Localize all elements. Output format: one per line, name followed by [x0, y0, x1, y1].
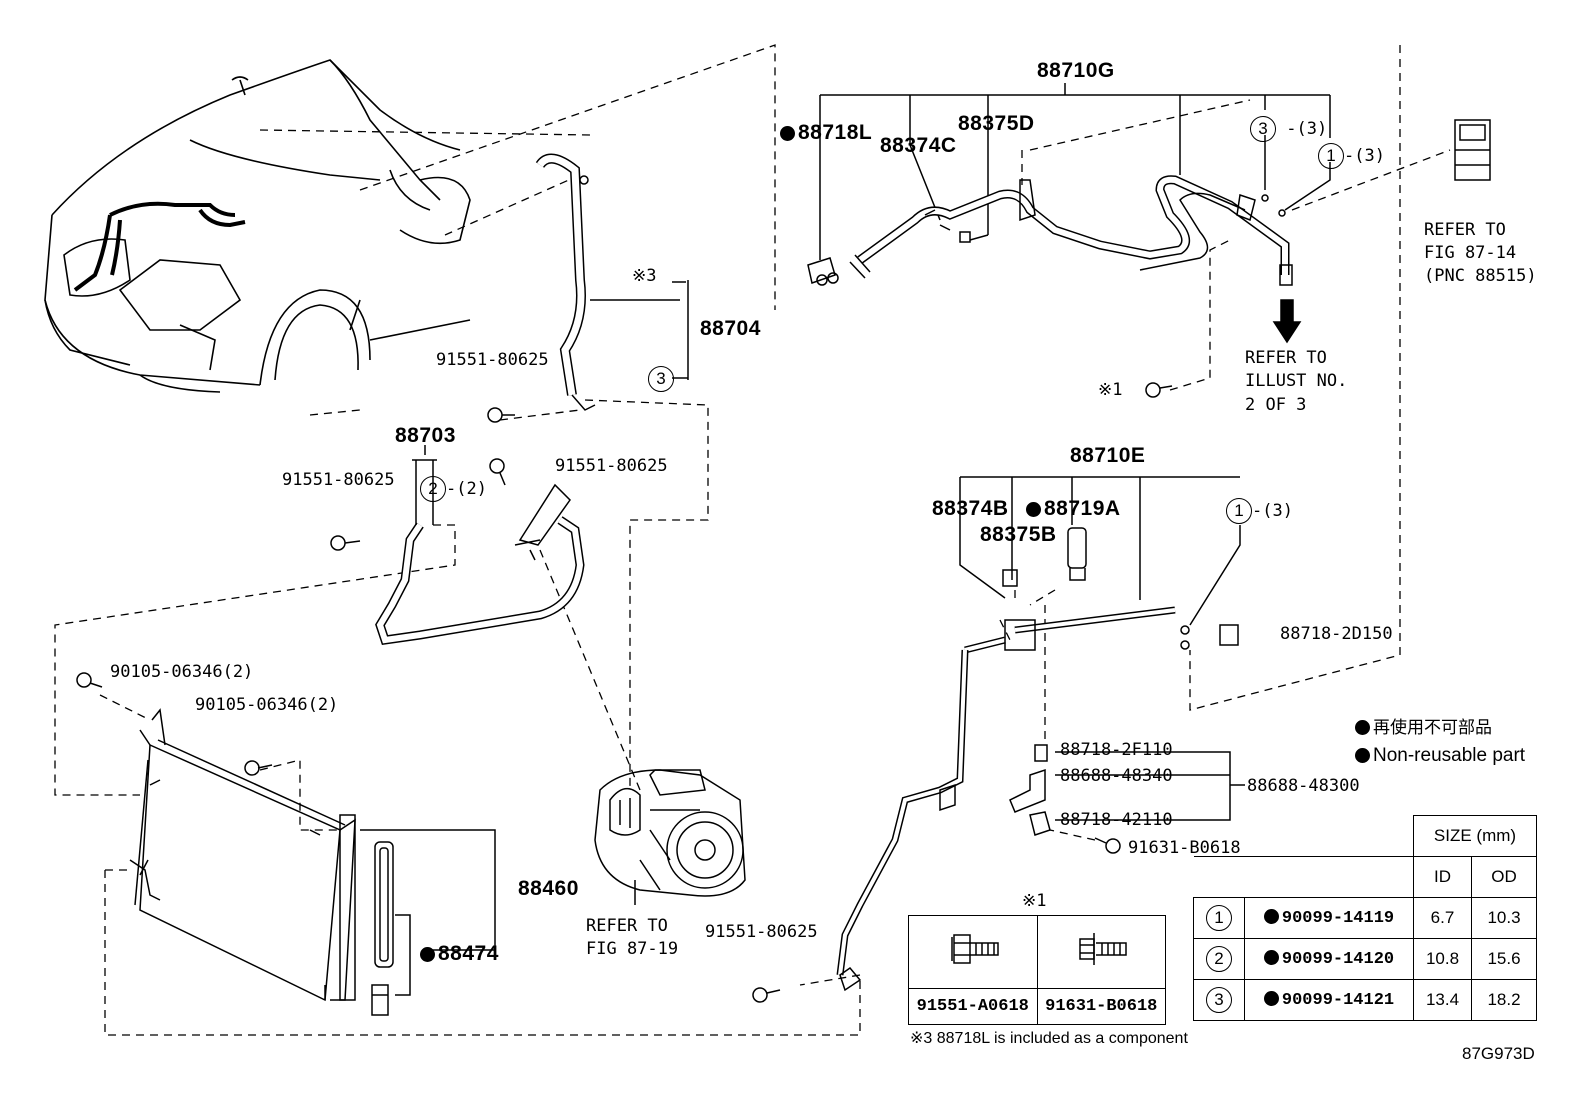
bolt-91551-80625-mid: 91551-80625: [555, 456, 668, 476]
ring-1-qty-label: 1-(3): [1318, 143, 1385, 169]
part-88718-2F110-label: 88718-2F110: [1060, 740, 1173, 760]
flange-bolt-icon: [951, 934, 999, 964]
note-x1-bolt-marker: ※1: [1098, 380, 1123, 400]
size-row-od: 10.3: [1471, 897, 1537, 939]
part-88719A-label: 88719A: [1026, 498, 1121, 519]
part-88704-label: 88704: [700, 317, 761, 340]
size-row-part: 90099-14119: [1244, 897, 1414, 939]
size-table-blank2: [1193, 856, 1414, 898]
part-88374B-label: 88374B: [932, 497, 1009, 520]
refer-illust-line3: 2 OF 3: [1245, 395, 1307, 415]
bolt-washer-icon-cell: [1036, 915, 1166, 989]
part-88688-48300-label: 88688-48300: [1247, 776, 1360, 796]
bracket-88688-drawing: [1009, 744, 1245, 836]
size-col-od: OD: [1471, 856, 1537, 898]
ring-1-qty-label-lower: 1-(3): [1226, 498, 1293, 524]
size-row: 3 90099-14121 13.4 18.2: [1193, 979, 1537, 1021]
hose-88704-drawing: [535, 153, 689, 411]
refer-fig-87-19-line1: REFER TO: [586, 916, 668, 936]
bolt-90105-06346-a: 90105-06346(2): [110, 662, 254, 682]
note-x3-text: ※3 88718L is included as a component: [910, 1030, 1188, 1047]
part-88710E-label: 88710E: [1070, 444, 1146, 467]
bolts-table-header: ※1: [1022, 891, 1047, 911]
refer-fig-87-14-line3: (PNC 88515): [1424, 266, 1537, 286]
refer-fig-87-19-line2: FIG 87-19: [586, 939, 679, 959]
size-table-header: SIZE (mm): [1413, 815, 1537, 857]
bolt-91631-B0618-cell: 91631-B0618: [1036, 988, 1166, 1025]
non-reusable-dot-icon: [1026, 502, 1041, 517]
size-row-num: 1: [1193, 897, 1245, 939]
part-88474-label: 88474: [420, 943, 499, 964]
size-row-id: 10.8: [1413, 938, 1472, 980]
size-table-blank: [1193, 815, 1414, 857]
part-88718-42110-label: 88718-42110: [1060, 810, 1173, 830]
condenser-88460-drawing: [129, 708, 496, 1002]
ring-3-hose: 3: [648, 366, 674, 392]
ring-2-qty-label: 2-(2): [420, 476, 487, 502]
note-x3-marker: ※3: [632, 266, 657, 286]
refer-fig-87-14-line1: REFER TO: [1424, 220, 1506, 240]
line-88703-drawing: [375, 445, 585, 645]
refer-illust-line1: REFER TO: [1245, 348, 1327, 368]
bolt-91551-80625-bottom: 91551-80625: [705, 922, 818, 942]
part-88718L-label: 88718L: [780, 122, 872, 143]
non-reusable-dot-icon: [1355, 748, 1370, 763]
part-88710G-label: 88710G: [1037, 59, 1115, 82]
size-row: 2 90099-14120 10.8 15.6: [1193, 938, 1537, 980]
bolt-flange-icon-cell: [908, 915, 1038, 989]
bolt-91551-A0618-cell: 91551-A0618: [908, 988, 1038, 1025]
expansion-valve-drawing: [1454, 119, 1491, 181]
size-row: 1 90099-14119 6.7 10.3: [1193, 897, 1537, 939]
legend-jp: 再使用不可部品: [1355, 720, 1492, 737]
size-row-id: 6.7: [1413, 897, 1472, 939]
bolt-91551-80625-left: 91551-80625: [282, 470, 395, 490]
part-88375B-label: 88375B: [980, 523, 1057, 546]
part-88718-2D150-label: 88718-2D150: [1280, 624, 1393, 644]
refer-illust-line2: ILLUST NO.: [1245, 371, 1348, 391]
bolt-icons: [76, 382, 1173, 1003]
refer-arrow-down: [1272, 299, 1302, 344]
car-front-illustration: [44, 59, 471, 393]
non-reusable-dot-icon: [1355, 720, 1370, 735]
non-reusable-dot-icon: [1263, 990, 1279, 1006]
size-row-id: 13.4: [1413, 979, 1472, 1021]
part-88374C-label: 88374C: [880, 134, 957, 157]
size-row-num: 2: [1193, 938, 1245, 980]
bolts-table: 91551-A0618 91631-B0618: [908, 915, 1166, 1025]
bolt-90105-06346-b: 90105-06346(2): [195, 695, 339, 715]
compressor-drawing: [594, 769, 746, 905]
size-col-id: ID: [1413, 856, 1472, 898]
ring-3-qty-label: 3 -(3): [1250, 116, 1327, 142]
size-row-od: 15.6: [1471, 938, 1537, 980]
pipe-88710G-drawing: [807, 83, 1331, 286]
refer-fig-87-14-line2: FIG 87-14: [1424, 243, 1517, 263]
size-row-part: 90099-14120: [1244, 938, 1414, 980]
car-ac-piping-highlight: [73, 201, 246, 292]
part-88688-48340-label: 88688-48340: [1060, 766, 1173, 786]
non-reusable-dot-icon: [780, 126, 795, 141]
non-reusable-dot-icon: [1263, 949, 1279, 965]
figure-code: 87G973D: [1462, 1044, 1535, 1063]
size-row-od: 18.2: [1471, 979, 1537, 1021]
non-reusable-dot-icon: [1263, 908, 1279, 924]
non-reusable-dot-icon: [420, 947, 435, 962]
legend-en: Non-reusable part: [1355, 746, 1525, 765]
dashed-frames: [54, 44, 1451, 1036]
bolt-91551-80625-top: 91551-80625: [436, 350, 549, 370]
size-table: SIZE (mm) ID OD 1 90099-14119 6.7 10.3 2…: [1193, 815, 1537, 1021]
part-88375D-label: 88375D: [958, 112, 1035, 135]
size-row-num: 3: [1193, 979, 1245, 1021]
part-88703-label: 88703: [395, 424, 456, 447]
pipe-88710E-drawing: [836, 476, 1241, 992]
size-row-part: 90099-14121: [1244, 979, 1414, 1021]
washer-bolt-icon: [1079, 933, 1127, 965]
receiver-drier-88474: [371, 841, 411, 1016]
part-88460-label: 88460: [518, 877, 579, 900]
